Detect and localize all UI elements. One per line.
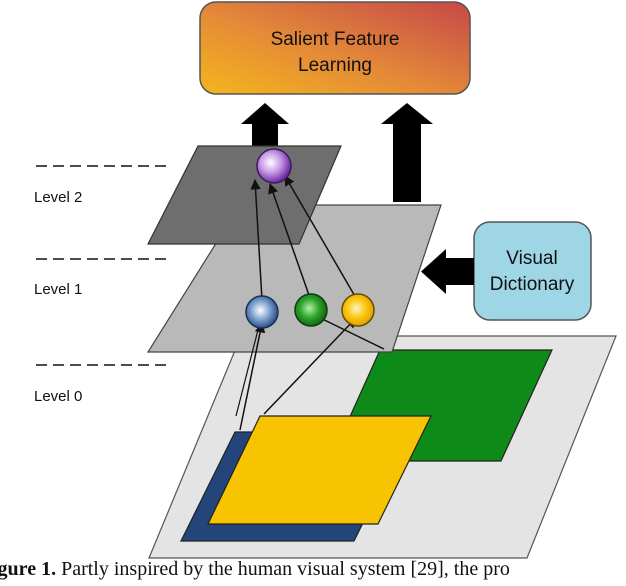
yellow-region-to-yellow-node-arrow [263, 317, 357, 415]
salient-feature-learning-line2: Learning [298, 55, 372, 76]
level1-yellow-node [341, 293, 375, 327]
yellow-node-to-purple-node-arrow [284, 175, 357, 299]
level0-label: Level 0 [34, 388, 82, 405]
salient-feature-learning-line1: Salient Feature [271, 29, 400, 50]
level2-label: Level 2 [34, 189, 82, 206]
blue-edge-to-blue-node-arrow [235, 321, 261, 417]
level1-label: Level 1 [34, 281, 82, 298]
level1-blue-node [245, 295, 279, 329]
visual-dictionary-line1: Visual [506, 248, 557, 269]
blue-region-to-blue-node-arrow [239, 321, 266, 431]
dictionary-to-level1-arrow [421, 249, 474, 294]
visual-dictionary-box [473, 221, 592, 321]
figure-caption-text: Partly inspired by the human visual syst… [56, 558, 510, 580]
level2-to-top-arrow [241, 103, 289, 152]
level1-green-node [294, 293, 328, 327]
level0-yellow-region [207, 415, 432, 525]
level2-plane [147, 145, 342, 245]
blue-node-to-purple-node-arrow [250, 178, 263, 301]
figure-caption-label: igure 1. [0, 558, 57, 580]
level2-purple-node [256, 148, 292, 184]
green-node-to-purple-node-arrow [268, 183, 311, 299]
figure-caption: igure 1. Partly inspired by the human vi… [0, 558, 626, 586]
salient-feature-learning-box [199, 1, 471, 95]
visual-dictionary-line2: Dictionary [490, 274, 575, 295]
level1-to-top-arrow [381, 103, 433, 202]
